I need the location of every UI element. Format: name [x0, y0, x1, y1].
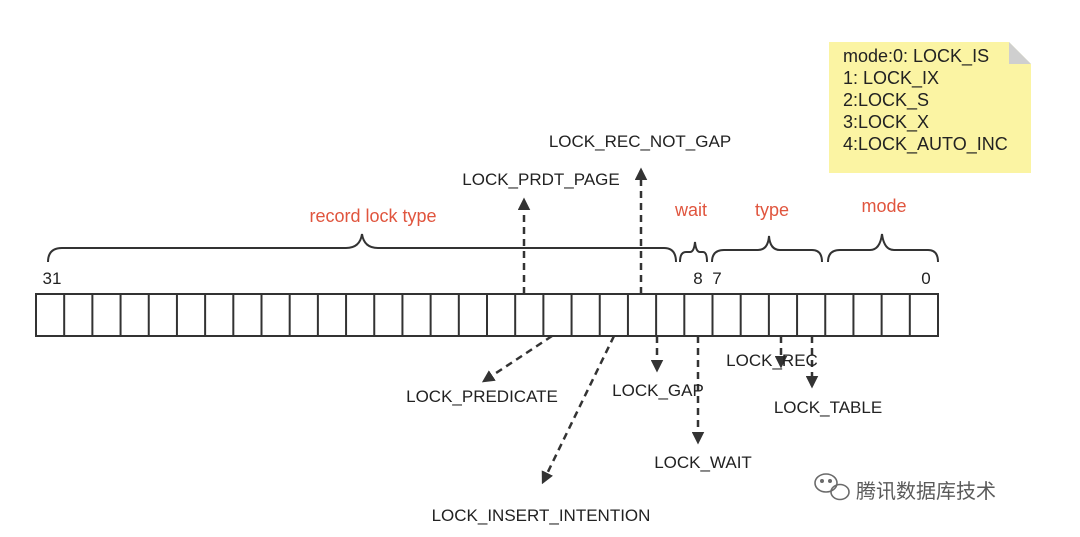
bit-number-7: 7	[712, 269, 721, 288]
watermark-text: 腾讯数据库技术	[856, 479, 996, 503]
flag-lock-table: LOCK_TABLE	[774, 398, 882, 417]
flag-lock-prdt-page: LOCK_PRDT_PAGE	[462, 170, 619, 189]
flag-lock-rec-not-gap: LOCK_REC_NOT_GAP	[549, 132, 731, 151]
flag-lock-wait: LOCK_WAIT	[654, 453, 752, 472]
flag-lock-predicate: LOCK_PREDICATE	[406, 387, 558, 406]
arrow-lock-predicate	[481, 334, 553, 383]
bit-number-8: 8	[693, 269, 702, 288]
group-label-record-lock-type: record lock type	[309, 206, 436, 226]
bit-number-0: 0	[921, 269, 930, 288]
note-line-2: 1: LOCK_IX	[843, 68, 939, 89]
group-label-wait: wait	[674, 200, 707, 220]
flag-lock-gap: LOCK_GAP	[612, 381, 704, 400]
brace-record-lock-type	[47, 233, 677, 263]
bit-number-31: 31	[43, 269, 62, 288]
brace-wait	[679, 241, 708, 263]
arrow-lock-insert-intention	[541, 335, 616, 485]
brace-type	[711, 235, 823, 263]
group-label-type: type	[755, 200, 789, 220]
group-label-mode: mode	[861, 196, 906, 216]
note-line-4: 3:LOCK_X	[843, 112, 929, 133]
note-line-5: 4:LOCK_AUTO_INC	[843, 134, 1008, 155]
mode-legend-note: mode:0: LOCK_IS 1: LOCK_IX 2:LOCK_S 3:LO…	[829, 42, 1031, 173]
bit-register	[35, 293, 939, 337]
flag-lock-insert-intention: LOCK_INSERT_INTENTION	[432, 506, 651, 525]
brace-mode	[827, 233, 939, 263]
wechat-icon	[814, 473, 850, 501]
flag-lock-rec: LOCK_REC	[726, 351, 818, 370]
note-line-3: 2:LOCK_S	[843, 90, 929, 111]
watermark: 腾讯数据库技术	[814, 473, 996, 503]
note-line-1: mode:0: LOCK_IS	[843, 46, 989, 67]
